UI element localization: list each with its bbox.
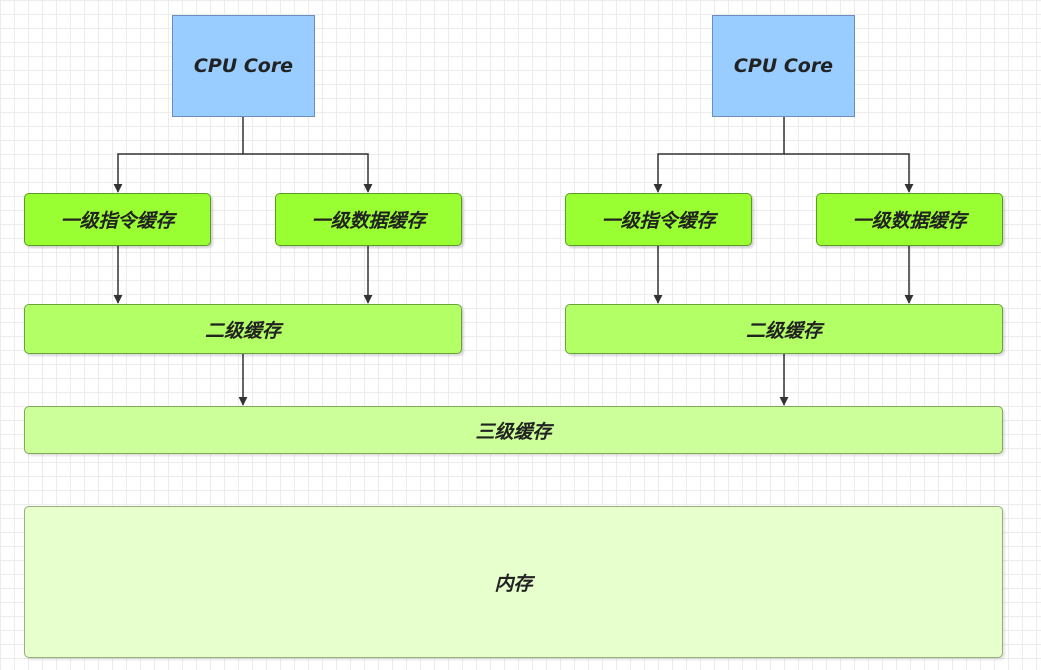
cpu-core-2: CPU Core xyxy=(712,15,855,117)
core2-l1-data-cache: 一级数据缓存 xyxy=(816,193,1003,246)
l3-cache-label: 三级缓存 xyxy=(475,420,552,443)
connector-core1-cpu-to-l1 xyxy=(113,117,244,193)
core1-l2-cache-label: 二级缓存 xyxy=(204,319,281,342)
core1-l1-instruction-cache-label: 一级指令缓存 xyxy=(60,210,175,232)
main-memory: 内存 xyxy=(24,506,1003,658)
cpu-core-2-label: CPU Core xyxy=(733,55,834,77)
core2-l1-instruction-cache-label: 一级指令缓存 xyxy=(601,210,716,232)
cpu-core-1-label: CPU Core xyxy=(193,55,294,77)
core2-l1-instruction-cache: 一级指令缓存 xyxy=(565,193,752,246)
core1-l1-data-cache: 一级数据缓存 xyxy=(275,193,462,246)
core2-l2-cache: 二级缓存 xyxy=(565,304,1003,354)
connector-core2-cpu-to-l1 xyxy=(653,117,785,193)
l3-cache: 三级缓存 xyxy=(24,406,1003,454)
core1-l1-data-cache-label: 一级数据缓存 xyxy=(311,210,426,232)
core2-l1-data-cache-label: 一级数据缓存 xyxy=(852,210,967,232)
core1-l2-cache: 二级缓存 xyxy=(24,304,462,354)
connector-core1-cpu-to-l1d xyxy=(243,153,373,193)
core2-l2-cache-label: 二级缓存 xyxy=(745,319,822,342)
connector-core2-cpu-to-l1d xyxy=(784,153,914,193)
cpu-core-1: CPU Core xyxy=(172,15,315,117)
main-memory-label: 内存 xyxy=(494,572,533,595)
core1-l1-instruction-cache: 一级指令缓存 xyxy=(24,193,211,246)
